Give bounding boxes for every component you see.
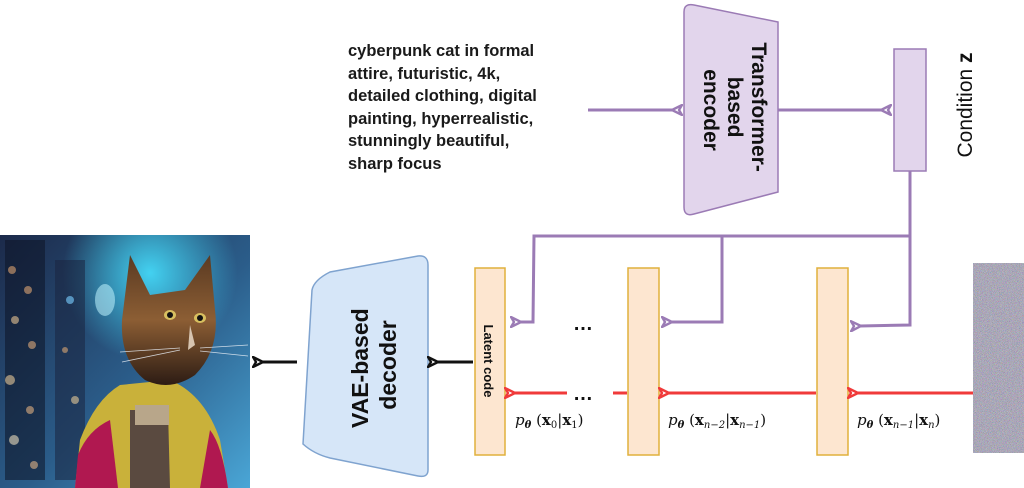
condition-z-box xyxy=(893,48,927,172)
prompt-line: cyberpunk cat in formal xyxy=(348,42,535,60)
vae-decoder-box xyxy=(302,255,429,478)
prompt-line: painting, hyperrealistic, xyxy=(348,109,534,128)
condition-z-label: Condition z xyxy=(954,52,977,157)
encoder-label: Transformer- based encoder xyxy=(699,42,770,177)
generated-cat-image xyxy=(0,235,250,488)
transition-label-x0-x1: pθ (x0|x1) xyxy=(515,411,584,431)
ellipsis-top: … xyxy=(573,313,593,335)
latent-code-box xyxy=(474,267,506,456)
latent-code-label: Latent code xyxy=(481,325,496,398)
prompt-line: detailed clothing, digital xyxy=(348,87,537,105)
latent-box-n-minus-2 xyxy=(627,267,660,456)
decoder-label: VAE-based decoder xyxy=(347,302,401,428)
prompt-line: sharp focus xyxy=(348,154,442,173)
prompt-line: stunningly beautiful, xyxy=(348,132,510,150)
transition-label-xn2-xn1: pθ (xn−2|xn−1) xyxy=(668,411,766,431)
condition-to-latent-arrow xyxy=(520,171,912,322)
prompt-line: attire, futuristic, 4k, xyxy=(348,64,501,83)
condition-routing xyxy=(520,171,912,326)
ellipsis-bottom: … xyxy=(573,383,593,405)
city-lights xyxy=(5,240,115,480)
condition-to-box-n-minus-2-arrow xyxy=(671,236,724,322)
noise-input-image xyxy=(973,263,1024,453)
text-prompt: cyberpunk cat in formal attire, futurist… xyxy=(348,40,588,175)
latent-box-n-minus-1 xyxy=(816,267,849,456)
transformer-encoder-box xyxy=(683,3,779,216)
transition-label-xn1-xn: pθ (xn−1|xn) xyxy=(857,411,940,431)
condition-to-box-n-minus-1-arrow xyxy=(860,236,912,326)
